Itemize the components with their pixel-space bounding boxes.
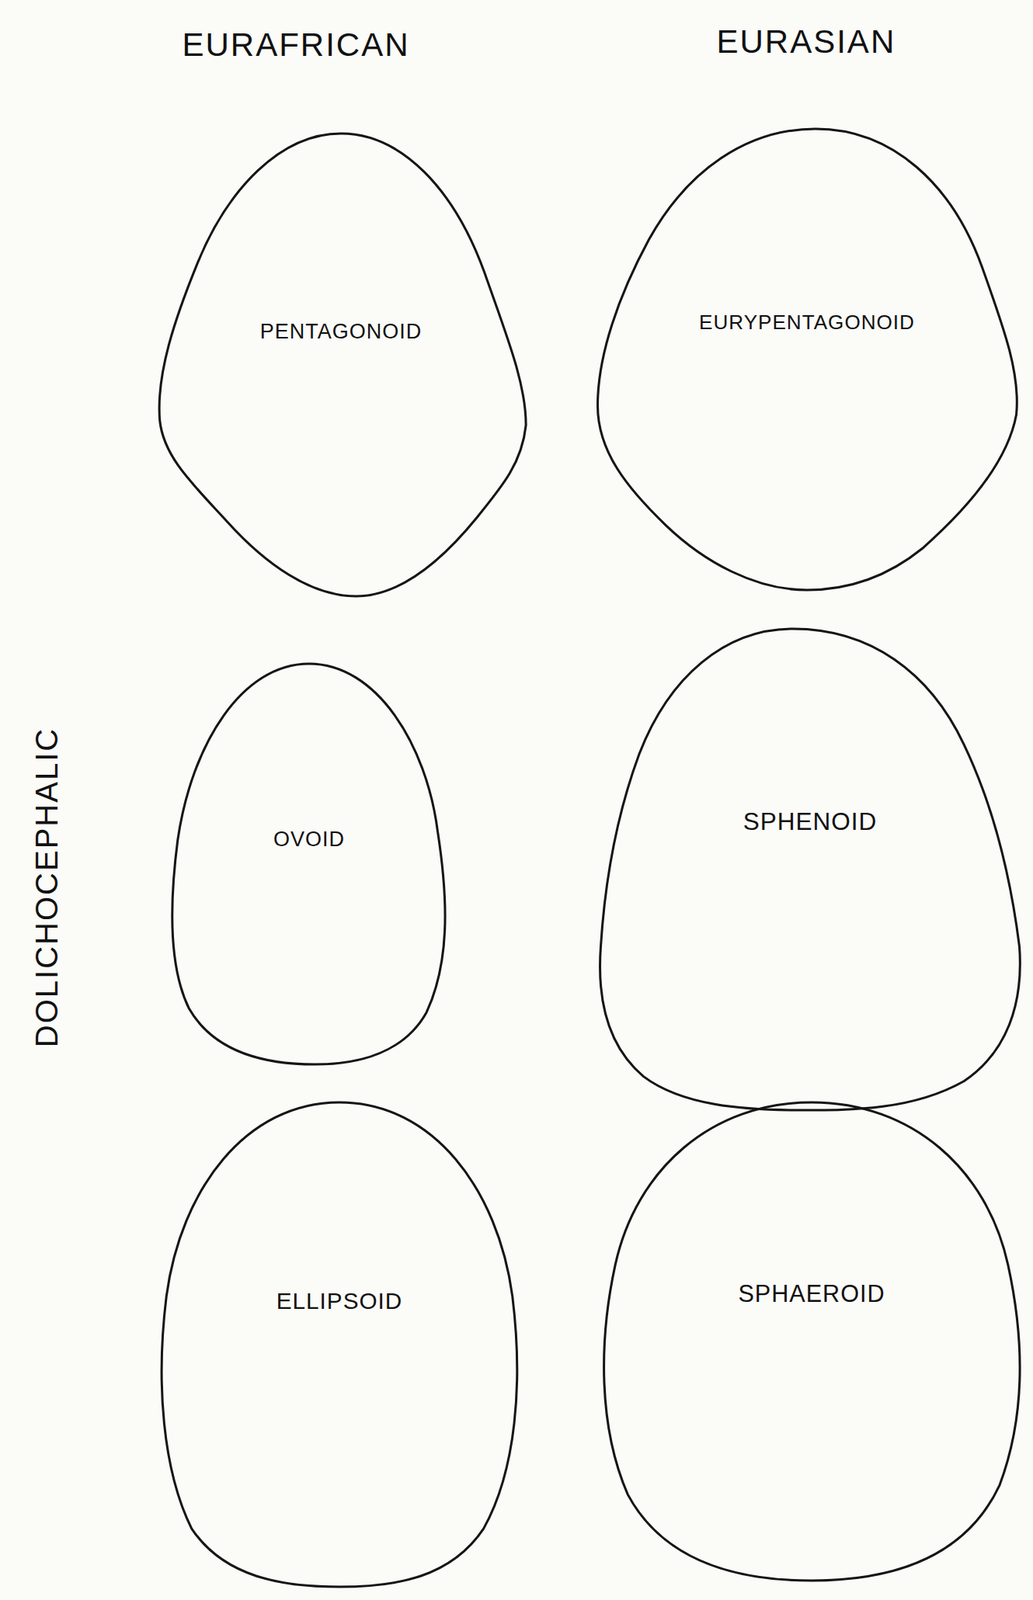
row-heading: DOLICHOCEPHALIC: [31, 727, 63, 1048]
outline-shape: [596, 629, 1024, 1111]
skull-outline: ELLIPSOID: [159, 1102, 520, 1588]
shape-label: SPHAEROID: [602, 1281, 1021, 1308]
skull-outline: OVOID: [169, 664, 449, 1065]
outline-shape: [602, 1102, 1021, 1582]
column-heading: EURASIAN: [716, 25, 897, 59]
shape-label: SPHENOID: [596, 808, 1024, 836]
outline-shape: [159, 1102, 520, 1588]
column-heading: EURAFRICAN: [182, 28, 411, 62]
outline-shape: [169, 664, 449, 1065]
outline-shape: [152, 133, 530, 597]
shape-label: ELLIPSOID: [159, 1289, 520, 1315]
skull-outline: SPHENOID: [596, 629, 1024, 1111]
outline-shape: [593, 128, 1021, 591]
skull-outline: SPHAEROID: [602, 1102, 1021, 1582]
skull-outline: EURYPENTAGONOID: [593, 128, 1021, 591]
shape-label: EURYPENTAGONOID: [593, 311, 1021, 334]
shape-label: OVOID: [169, 828, 449, 853]
shape-label: PENTAGONOID: [152, 320, 530, 345]
skull-outline: PENTAGONOID: [152, 133, 530, 597]
